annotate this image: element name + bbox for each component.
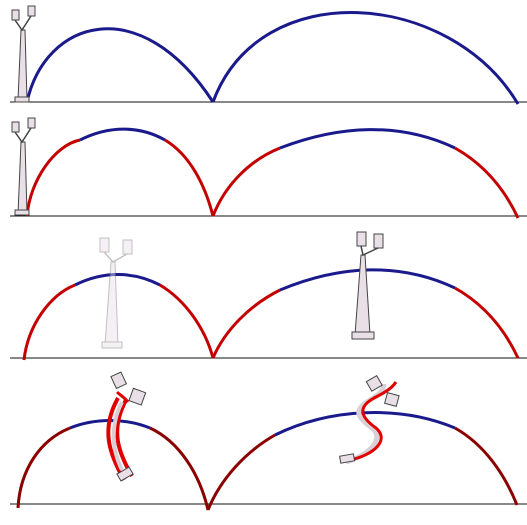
bent-street-lamp-right <box>339 374 400 465</box>
panel-3 <box>10 231 527 361</box>
arc-left-red-start <box>25 138 81 217</box>
panel-1 <box>10 5 527 105</box>
arc-left <box>25 27 215 103</box>
arc-right-blue-mid <box>279 268 456 292</box>
arc-left-red-end <box>159 283 215 359</box>
arc-left-red-end <box>149 426 210 511</box>
street-lamp <box>11 117 36 216</box>
arc-right-red-start <box>211 288 281 359</box>
panel-2 <box>10 117 527 219</box>
arc-right-red-end <box>454 146 520 219</box>
arc-left-blue-mid <box>74 273 161 287</box>
arc-right-blue-mid <box>279 128 456 150</box>
arc-left-red-end <box>164 138 215 217</box>
bent-street-lamp-left <box>106 371 147 482</box>
arc-right <box>211 11 520 105</box>
street-lamp <box>11 5 36 103</box>
arc-right-red-end <box>454 286 520 359</box>
panel-4 <box>10 371 527 511</box>
arc-right-red-start <box>206 433 276 511</box>
street-lamp <box>351 231 384 340</box>
street-lamp-faded <box>99 237 133 349</box>
arc-right-red-start <box>211 146 281 217</box>
arc-right-blue-mid <box>274 411 456 437</box>
arc-left-blue-mid <box>79 127 166 142</box>
arc-right-red-end <box>454 426 519 506</box>
arc-left-red-start <box>16 426 71 509</box>
arc-left-red-start <box>22 283 76 361</box>
